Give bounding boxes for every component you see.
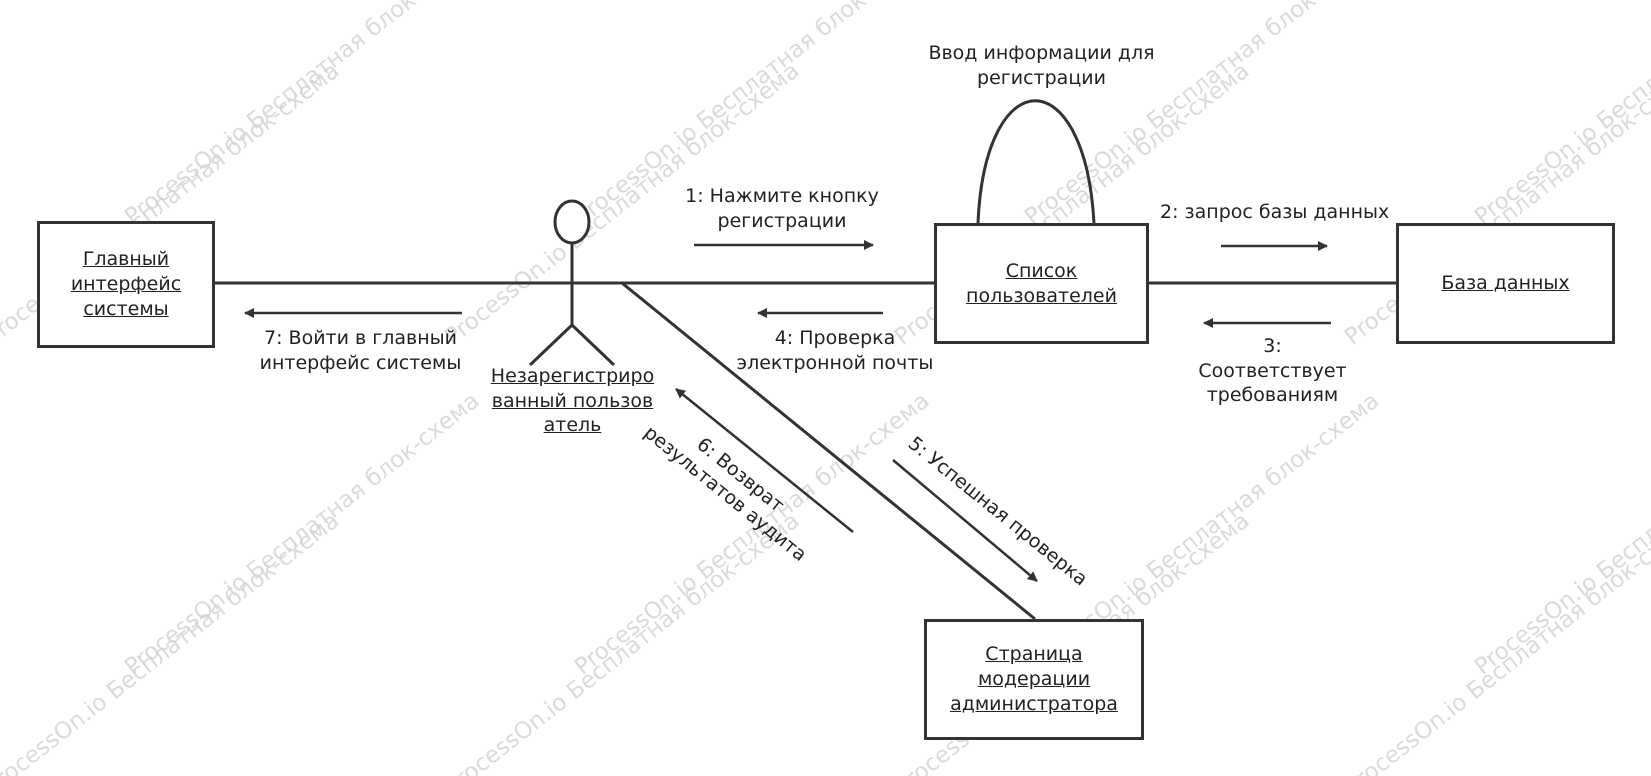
actor-name: Незарегистрированный пользователь xyxy=(490,365,655,437)
object-main-interface-label: Главный интерфейс системы xyxy=(70,248,182,320)
object-main-interface: Главный интерфейс системы xyxy=(37,221,215,348)
object-user-list: Список пользователей xyxy=(934,223,1149,344)
label-m4: 4: Проверка электронной почты xyxy=(736,327,934,374)
label-m6-line2: результатов аудита xyxy=(640,421,811,565)
label-self-loop: Ввод информации для регистрации xyxy=(928,42,1155,89)
object-database: База данных xyxy=(1396,223,1615,344)
self-loop-connector xyxy=(976,99,1096,224)
object-admin-page: Страница модерации администратора xyxy=(924,619,1144,740)
arrow-m5 xyxy=(892,459,1038,582)
label-m2: 2: запрос базы данных xyxy=(1160,201,1390,223)
object-admin-page-label: Страница модерации администратора xyxy=(950,643,1118,715)
label-m1: 1: Нажмите кнопку регистрации xyxy=(685,185,879,232)
link-actor-admin xyxy=(621,281,1036,621)
label-m3: 3: Соответствует требованиям xyxy=(1198,335,1347,407)
label-m5: 5: Успешная проверка xyxy=(904,432,1092,590)
actor-stick-figure xyxy=(528,199,616,367)
object-user-list-label: Список пользователей xyxy=(966,259,1117,307)
arrow-m6 xyxy=(675,388,854,533)
object-database-label: База данных xyxy=(1441,272,1570,295)
label-m7: 7: Войти в главный интерфейс системы xyxy=(259,327,462,374)
